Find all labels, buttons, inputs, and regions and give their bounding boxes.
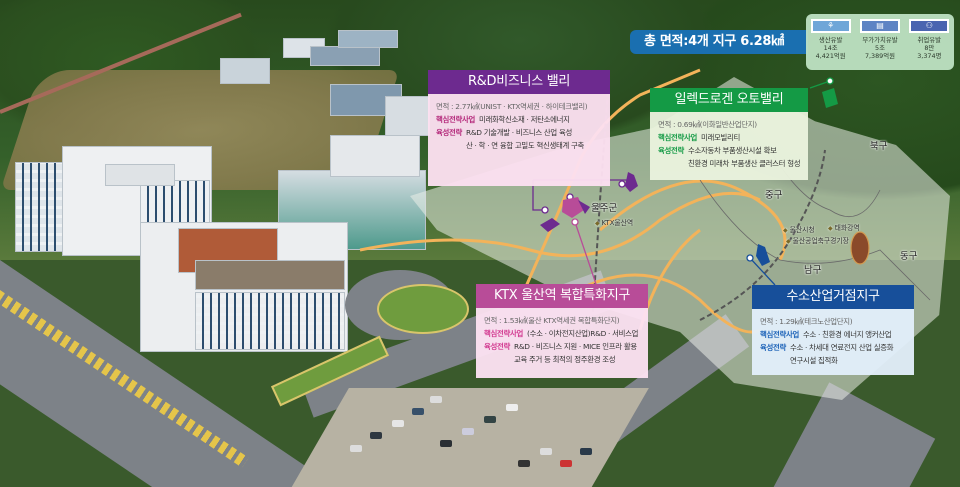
ktx-growth-value-1: R&D · 비즈니스 지원 · MICE 인프라 활용 <box>514 342 637 351</box>
ev-core-label: 핵심전략사업 <box>658 133 697 142</box>
parking-lot <box>291 388 649 487</box>
ev-growth-label: 육성전략 <box>658 146 684 155</box>
ktx-title: KTX 울산역 복합특화지구 <box>476 284 648 308</box>
economic-effects-panel: ⚘ 생산유발 14조 4,421억원 ▤ 부가가치유발 5조 7,389억원 ⚇… <box>806 14 954 70</box>
ev-area: 면적 : 0.69㎢(이화일반산업단지) <box>658 120 757 129</box>
office-facade <box>195 292 345 350</box>
stat-employment: ⚇ 취업유발 8만 3,374명 <box>907 19 951 70</box>
rd-growth-value-2: 산 · 학 · 연 융합 고밀도 혁신생태계 구축 <box>466 141 584 150</box>
building <box>220 58 270 84</box>
ktx-area: 면적 : 1.53㎢(울산 KTX역세권 복합특화단지) <box>484 316 620 325</box>
ev-growth-value-2: 친환경 미래차 부품생산 클러스터 형성 <box>688 159 801 168</box>
building <box>385 96 430 136</box>
rooftop <box>105 164 175 186</box>
green-roof <box>195 260 345 290</box>
label-jung: 중구 <box>765 190 783 201</box>
h2-title: 수소산업거점지구 <box>752 285 914 309</box>
stat-value-1: 14조 <box>823 44 838 52</box>
stat-label: 취업유발 <box>917 36 942 44</box>
stat-production: ⚘ 생산유발 14조 4,421억원 <box>809 19 853 70</box>
poi-ktx-station: KTX울산역 <box>595 217 634 227</box>
building <box>310 46 380 66</box>
label-dong: 동구 <box>900 251 918 262</box>
rd-core-value: 미래화학신소재 · 저탄소에너지 <box>479 115 570 124</box>
rd-growth-label: 육성전략 <box>436 128 462 137</box>
h2-growth-label: 육성전략 <box>760 343 786 352</box>
label-buk: 북구 <box>870 141 888 152</box>
electrogen-auto-valley-box: 일렉드로겐 오토밸리 면적 : 0.69㎢(이화일반산업단지) 핵심전략사업 미래… <box>650 88 808 180</box>
label-nam: 남구 <box>804 265 822 276</box>
h2-growth-value-1: 수소 · 차세대 연료전지 산업 실증화 <box>790 343 894 352</box>
stat-value-2: 4,421억원 <box>815 52 846 60</box>
area-unit: ㎢ <box>771 34 784 49</box>
rd-area: 면적 : 2.77㎢(UNIST · KTX역세권 · 하이테크밸리) <box>436 102 588 111</box>
rd-title: R&D비즈니스 밸리 <box>428 70 610 94</box>
total-area-banner: 총 면적:4개 지구 6.28㎢ <box>630 30 808 54</box>
rd-core-label: 핵심전략사업 <box>436 115 475 124</box>
ktx-core-label: 핵심전략사업 <box>484 329 523 338</box>
ev-core-value: 미래모빌리티 <box>701 133 740 142</box>
poi-taehwa: 태화강역 <box>828 222 860 232</box>
hands-globe-icon: ⚘ <box>810 19 851 33</box>
ktx-ulsan-station-box: KTX 울산역 복합특화지구 면적 : 1.53㎢(울산 KTX역세권 복합특화… <box>476 284 648 378</box>
stat-value-1: 8만 <box>924 44 935 52</box>
stat-value-2: 7,389억원 <box>864 52 896 60</box>
stat-value-2: 3,374명 <box>917 52 942 60</box>
label-ulju: 울주군 <box>591 203 618 214</box>
building <box>338 30 398 48</box>
building-rooftop <box>330 135 420 177</box>
ktx-growth-label: 육성전략 <box>484 342 510 351</box>
total-area-text: 총 면적:4개 지구 6.28 <box>644 34 772 49</box>
rd-growth-value-1: R&D 기술개발 · 비즈니스 산업 육성 <box>466 128 572 137</box>
poi-city-hall: 울산시청 <box>783 224 815 234</box>
h2-growth-value-2: 연구시설 집적화 <box>790 356 838 365</box>
ev-growth-value-1: 수소자동차 부품생산시설 확보 <box>688 146 777 155</box>
h2-core-label: 핵심전략사업 <box>760 330 799 339</box>
ktx-growth-value-2: 교육 주거 등 최적의 정주환경 조성 <box>514 355 616 364</box>
h2-area: 면적 : 1.29㎢(테크노산업단지) <box>760 317 853 326</box>
rd-business-valley-box: R&D비즈니스 밸리 면적 : 2.77㎢(UNIST · KTX역세권 · 하… <box>428 70 610 186</box>
stat-value-added: ▤ 부가가치유발 5조 7,389억원 <box>858 19 902 70</box>
h2-core-value: 수소 · 친환경 에너지 앵커산업 <box>803 330 892 339</box>
poi-stadium: 울산공업축구경기장 <box>786 235 849 245</box>
ev-title: 일렉드로겐 오토밸리 <box>650 88 808 112</box>
stat-label: 생산유발 <box>818 36 843 44</box>
people-network-icon: ⚇ <box>909 19 950 33</box>
presentation-chart-icon: ▤ <box>859 19 900 33</box>
roundabout-island <box>377 284 469 334</box>
stat-value-1: 5조 <box>875 44 885 52</box>
stat-label: 부가가치유발 <box>862 36 898 44</box>
ktx-core-value: (수소 · 이차전지산업)R&D · 서비스업 <box>527 329 639 338</box>
